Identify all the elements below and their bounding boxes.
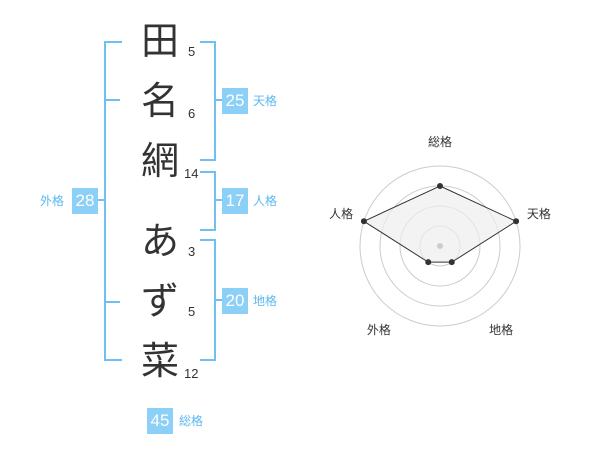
tenkaku-label: 天格 (253, 94, 278, 108)
name-char-2: 名 (140, 79, 179, 123)
gaikaku-bracket (104, 41, 122, 361)
radar-point-1 (437, 183, 443, 189)
name-char-4: あ (140, 219, 179, 263)
radar-axis-label-4: 外格 (367, 322, 391, 337)
radar-grid-ring (359, 165, 521, 327)
name-char-6: 菜 (140, 339, 179, 383)
jinkaku-label: 人格 (253, 194, 278, 208)
tenkaku-value-badge: 25 (222, 88, 248, 114)
soukaku-value-badge: 45 (147, 408, 173, 434)
radar-point-4 (425, 259, 432, 266)
chikaku-bracket-tick (216, 299, 224, 301)
gaikaku-bracket-notch (104, 99, 120, 303)
radar-series-polygon (362, 185, 518, 263)
stroke-count-4: 3 (188, 244, 196, 259)
radar-axis-label-2: 天格 (527, 206, 551, 221)
radar-axis-label-5: 人格 (329, 206, 353, 221)
radar-point-2 (513, 218, 520, 225)
chikaku-label: 地格 (253, 294, 278, 308)
radar-point-5 (360, 218, 367, 225)
chikaku-value-badge: 20 (222, 288, 248, 314)
stroke-count-2: 6 (188, 106, 196, 121)
soukaku-label: 総格 (179, 414, 204, 428)
stroke-count-1: 5 (188, 44, 196, 59)
jinkaku-bracket-tick (216, 199, 224, 201)
radar-center-dot (437, 243, 443, 249)
jinkaku-value-badge: 17 (222, 188, 248, 214)
jinkaku-bracket (200, 171, 216, 231)
tenkaku-bracket (200, 41, 216, 161)
tenkaku-bracket-tick (216, 99, 224, 101)
gaikaku-label: 外格 (40, 194, 65, 208)
radar-axis-label-3: 地格 (489, 322, 513, 337)
stroke-count-6: 12 (184, 366, 199, 381)
name-char-3: 網 (140, 139, 179, 183)
stroke-count-3: 14 (184, 166, 199, 181)
radar-axis-label-1: 総格 (428, 134, 452, 149)
name-char-1: 田 (140, 19, 179, 63)
name-char-5: ず (140, 279, 179, 323)
radar-point-3 (448, 259, 455, 266)
chikaku-bracket (200, 239, 216, 361)
stroke-count-5: 5 (188, 304, 196, 319)
gaikaku-bracket-tick (92, 199, 104, 201)
gaikaku-value-badge: 28 (72, 188, 98, 214)
